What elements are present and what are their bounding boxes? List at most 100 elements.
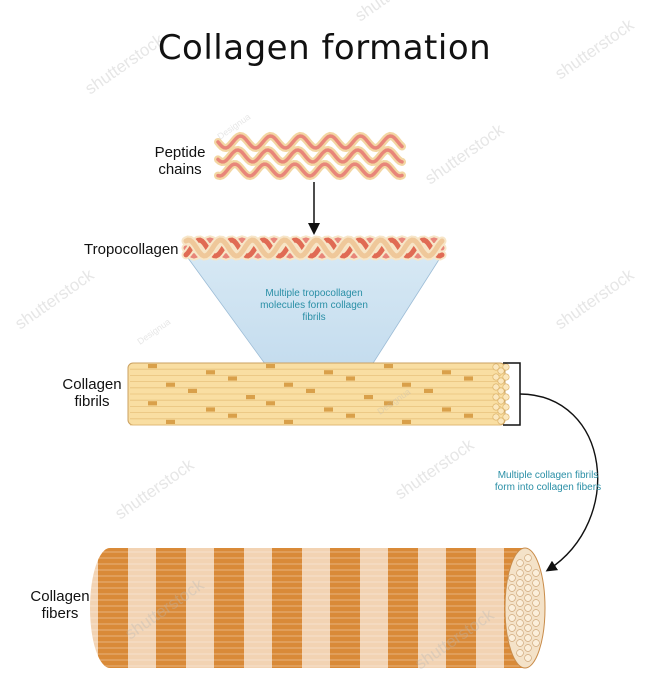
tropocollagen-illustration: [181, 235, 447, 261]
note-tropocollagen-to-fibrils: Multiple tropocollagen molecules form co…: [260, 288, 368, 323]
fibril-gap: [284, 419, 293, 424]
fibril-end-circle: [492, 383, 500, 391]
watermark-text: shutterstock: [421, 120, 507, 188]
fiber-end-circle: [516, 619, 524, 627]
fiber-end-circle: [516, 599, 524, 607]
fiber-band: [98, 548, 128, 668]
fiber-end-circle: [524, 574, 532, 582]
fibril-gap: [188, 388, 197, 393]
fiber-end-circle: [532, 639, 540, 647]
fibril-gap: [166, 419, 175, 424]
fibril-end-circle: [497, 417, 505, 425]
page-title: Collagen formation: [157, 28, 492, 68]
fibril-end-circle: [502, 363, 510, 371]
fiber-end-circle: [524, 564, 532, 572]
fibril-end-circle: [502, 393, 510, 401]
fibril-gap: [424, 388, 433, 393]
fibril-gap: [364, 395, 373, 400]
arrow-fibrils-to-fibers: [519, 393, 599, 572]
fiber-end-circle: [524, 594, 532, 602]
fibril-end-circle: [497, 397, 505, 405]
fibril-end-circle: [502, 373, 510, 381]
fiber-end-circle: [516, 559, 524, 567]
fiber-band: [272, 548, 302, 668]
fiber-end-circle: [524, 634, 532, 642]
peptide-chains-illustration: [214, 131, 406, 181]
label-peptide-chains: Peptide chains: [154, 144, 206, 178]
fiber-band: [330, 548, 360, 668]
fiber-end-circle: [508, 574, 516, 582]
fibril-gap: [228, 376, 237, 381]
fibril-gap: [346, 376, 355, 381]
fiber-end-circle: [532, 569, 540, 577]
label-collagen-fibers: Collagen fibers: [30, 588, 90, 622]
fiber-end-circle: [532, 629, 540, 637]
fibril-gap: [148, 401, 157, 406]
fiber-end-circle: [524, 584, 532, 592]
watermark-text: Designua: [135, 317, 172, 347]
watermark-text: shutterstock: [391, 435, 477, 503]
fiber-end-circle: [516, 609, 524, 617]
fiber-end-circle: [508, 624, 516, 632]
fibril-end-circle: [492, 373, 500, 381]
fibril-end-circle: [492, 363, 500, 371]
fibril-end-circle: [497, 367, 505, 375]
fiber-end-circle: [524, 614, 532, 622]
fibril-gap: [464, 376, 473, 381]
fibril-end-circle: [492, 413, 500, 421]
fibril-end-circle: [502, 413, 510, 421]
fiber-end-circle: [524, 554, 532, 562]
fiber-end-circle: [516, 649, 524, 657]
fibril-end-circle: [492, 393, 500, 401]
fibril-gap: [464, 413, 473, 418]
fibril-gap: [442, 370, 451, 375]
fiber-band: [156, 548, 186, 668]
fibril-gap: [402, 382, 411, 387]
fibril-gap: [206, 370, 215, 375]
fiber-end-circle: [524, 624, 532, 632]
fibril-gap: [384, 364, 393, 369]
fibril-gap: [442, 407, 451, 412]
fibril-gap: [266, 401, 275, 406]
watermark-text: shutterstock: [551, 265, 637, 333]
label-tropocollagen: Tropocollagen: [84, 241, 179, 258]
fiber-end-circle: [508, 614, 516, 622]
fiber-end-circle: [532, 619, 540, 627]
fiber-end-circle: [516, 629, 524, 637]
fibril-gap: [402, 419, 411, 424]
fibril-end-circle: [502, 383, 510, 391]
fiber-end-circle: [508, 594, 516, 602]
fibril-gap: [228, 413, 237, 418]
fiber-end-circle: [516, 639, 524, 647]
fiber-end-circle: [508, 604, 516, 612]
fibril-gap: [324, 407, 333, 412]
fibril-gap: [148, 364, 157, 369]
fibril-gap: [246, 395, 255, 400]
fibril-end-circle: [502, 403, 510, 411]
fibril-gap: [284, 382, 293, 387]
fibril-end-circle: [497, 387, 505, 395]
fiber-end-circle: [532, 579, 540, 587]
fibril-gap: [306, 388, 315, 393]
fibril-gap: [266, 364, 275, 369]
fibril-gap: [166, 382, 175, 387]
fiber-band: [214, 548, 244, 668]
fiber-end-circle: [524, 654, 532, 662]
fiber-end-circle: [532, 609, 540, 617]
fiber-body: [90, 548, 540, 668]
fibril-end-circle: [497, 407, 505, 415]
fiber-end-circle: [508, 634, 516, 642]
collagen-fibril-illustration: [127, 362, 510, 426]
fibril-gap: [384, 401, 393, 406]
fiber-end-circle: [532, 599, 540, 607]
note-fibrils-to-fibers: Multiple collagen fibrils form into coll…: [494, 470, 602, 493]
fiber-band: [446, 548, 476, 668]
peptide-chain: [216, 162, 404, 178]
fiber-end-circle: [516, 579, 524, 587]
fibril-gap: [346, 413, 355, 418]
fiber-end-circle: [508, 584, 516, 592]
peptide-chain: [216, 148, 404, 164]
fiber-end-circle: [524, 604, 532, 612]
